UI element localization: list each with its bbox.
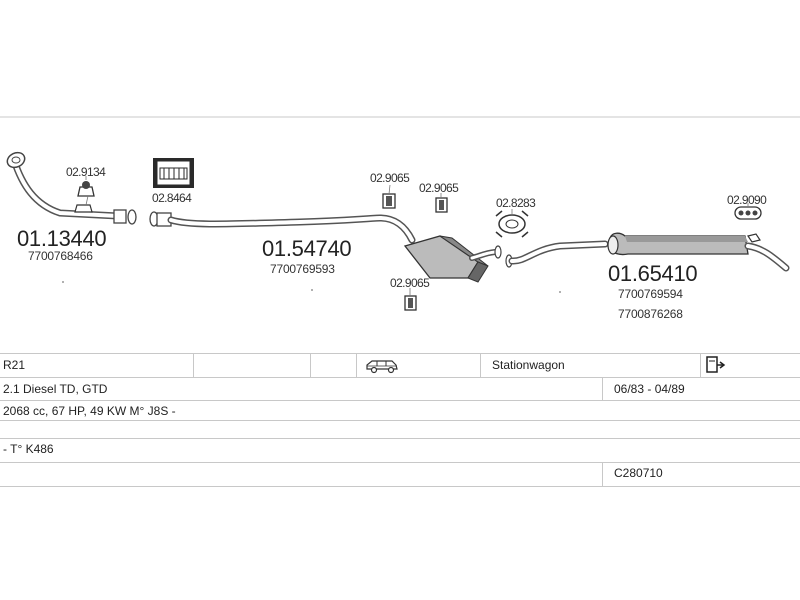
- oem-number: 7700769593: [270, 262, 335, 276]
- oem-number: 7700769594: [618, 287, 683, 301]
- engine-cell: 2.1 Diesel TD, GTD: [3, 382, 108, 396]
- acc-label: 02.9134: [66, 165, 106, 179]
- hanger-9065-a-icon[interactable]: [382, 193, 396, 209]
- acc-label: 02.9065: [390, 276, 430, 290]
- model-cell: R21: [3, 358, 26, 372]
- rear-silencer[interactable]: [505, 232, 790, 272]
- part-number: 01.13440: [17, 226, 106, 251]
- bracket-9134-icon[interactable]: [74, 181, 95, 213]
- front-pipe[interactable]: [5, 150, 137, 225]
- body-type-cell: Stationwagon: [492, 358, 565, 372]
- car-stationwagon-icon: [365, 358, 399, 379]
- exhaust-diagram: 02.9134 02.8464 02.9065 02.9065 02.9065 …: [0, 116, 800, 321]
- hanger-9065-b-icon[interactable]: [435, 197, 448, 213]
- spec-cell: 2068 cc, 67 HP, 49 KW M° J8S -: [3, 404, 176, 418]
- acc-label: 02.8283: [496, 196, 536, 210]
- acc-label: 02.9065: [419, 181, 459, 195]
- fitting-document-icon[interactable]: [706, 356, 726, 379]
- part-number: 01.54740: [262, 236, 351, 261]
- acc-label: 02.8464: [152, 191, 192, 205]
- part-number: 01.65410: [608, 261, 697, 286]
- catalog-code-cell: C280710: [614, 466, 663, 480]
- oem-number: 7700876268: [618, 307, 683, 321]
- acc-label: 02.9090: [727, 193, 767, 207]
- oem-number: 7700768466: [28, 249, 93, 263]
- years-cell: 06/83 - 04/89: [614, 382, 685, 396]
- type-cell: - T° K486: [3, 442, 54, 456]
- acc-label: 02.9065: [370, 171, 410, 185]
- mounting-kit-box-icon[interactable]: [153, 158, 194, 188]
- middle-pipe[interactable]: [149, 211, 502, 283]
- hanger-9065-c-icon[interactable]: [404, 295, 417, 311]
- rubber-mount-9090-icon[interactable]: [734, 206, 762, 220]
